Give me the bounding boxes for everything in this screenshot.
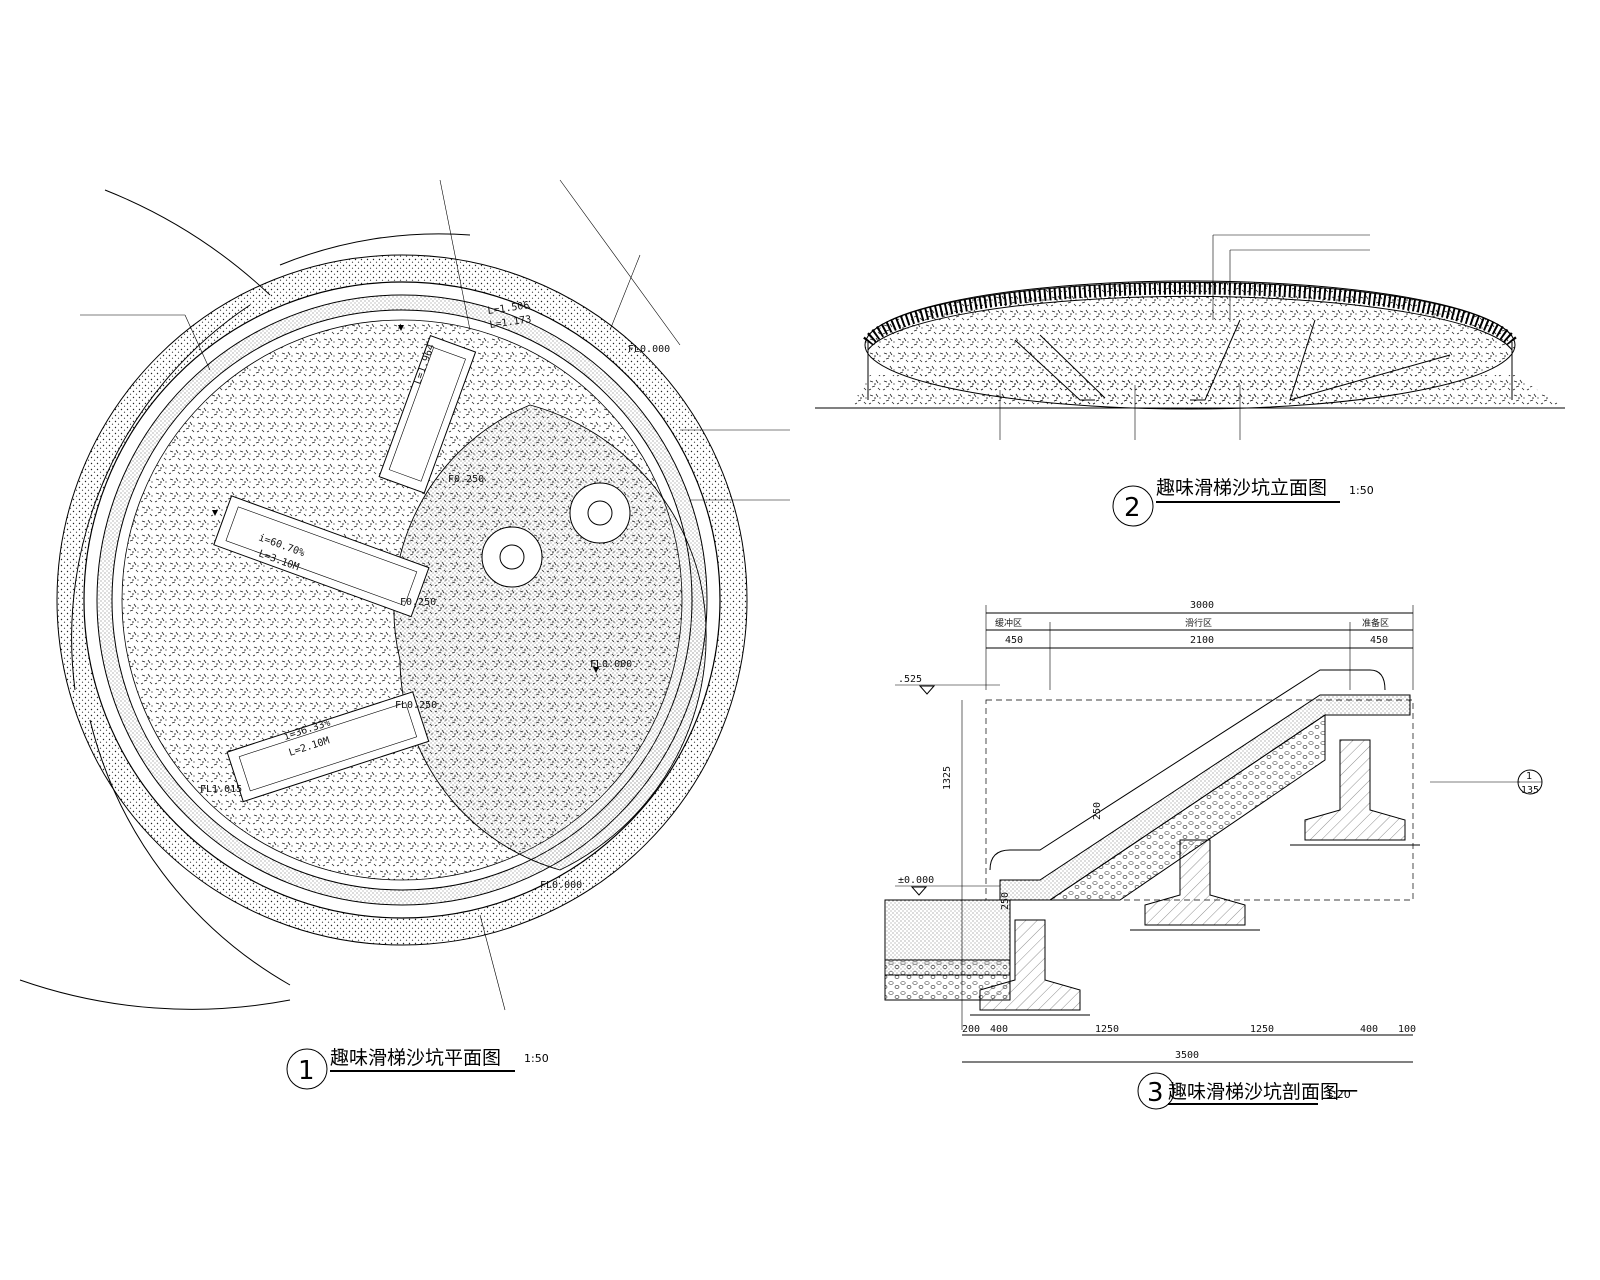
bottom-dim-6: 100 bbox=[1398, 1024, 1416, 1035]
drawing-2-number-circle bbox=[1112, 485, 1154, 527]
drawing-2-title: 趣味滑梯沙坑立面图 bbox=[1156, 477, 1327, 499]
slide-middle bbox=[213, 495, 430, 618]
railing-posts bbox=[863, 282, 1517, 346]
leader-8 bbox=[479, 914, 506, 1011]
play-hole-1 bbox=[569, 482, 631, 544]
leader-5 bbox=[609, 254, 641, 331]
slide-bottom bbox=[226, 691, 430, 803]
plan-level-6: FL0.250 bbox=[395, 700, 437, 711]
footing-3 bbox=[1304, 739, 1406, 841]
detail-ref-num: 1 bbox=[1526, 771, 1532, 782]
bottom-dim-total: 3500 bbox=[1175, 1050, 1199, 1061]
plan-level-1: FL0.000 bbox=[628, 344, 670, 355]
plan-level-3: FL0.000 bbox=[590, 659, 632, 670]
dim-total-top: 3000 bbox=[1190, 600, 1214, 611]
elevation-slide-1-edge bbox=[1039, 334, 1106, 399]
dim-prepare-width: 450 bbox=[1370, 635, 1388, 646]
dim-buffer-width: 450 bbox=[1005, 635, 1023, 646]
drawing-3-title: 趣味滑梯沙坑剖面图一 bbox=[1168, 1081, 1358, 1103]
bottom-dim-2: 400 bbox=[990, 1024, 1008, 1035]
drawing-1-number: 1 bbox=[298, 1056, 315, 1086]
dim-arc-bottom bbox=[89, 719, 291, 986]
zone-buffer: 缓冲区 bbox=[995, 617, 1022, 629]
plan-view: FL0.000 FL0.000 FL0.000 F0.250 F0.250 FL… bbox=[19, 179, 790, 1090]
drawing-2-scale: 1:50 bbox=[1349, 484, 1374, 497]
plan-level-4: F0.250 bbox=[448, 474, 484, 485]
level-top: .525 bbox=[898, 674, 922, 685]
railing-top bbox=[867, 281, 1513, 337]
elevation-slide-2 bbox=[1190, 319, 1241, 401]
bottom-dim-4: 1250 bbox=[1250, 1024, 1274, 1035]
elevation-view: 2 趣味滑梯沙坑立面图 1:50 bbox=[815, 234, 1565, 527]
elevation-slide-1 bbox=[1014, 339, 1095, 401]
vertical-dim-1325: 1325 bbox=[942, 766, 953, 790]
outer-dim-arc-2 bbox=[19, 979, 291, 1010]
sand-bowl bbox=[864, 280, 1516, 410]
vertical-dim-250b: 250 bbox=[1000, 892, 1011, 910]
play-hole-2 bbox=[481, 526, 543, 588]
drawing-2-number: 2 bbox=[1124, 493, 1141, 523]
drawing-3-number-circle bbox=[1137, 1072, 1175, 1110]
zone-prepare: 准备区 bbox=[1362, 617, 1389, 629]
dim-arc-top bbox=[279, 233, 471, 266]
elevation-slide-3 bbox=[1289, 319, 1451, 401]
handrail bbox=[989, 669, 1386, 871]
bottom-dim-5: 400 bbox=[1360, 1024, 1378, 1035]
vertical-dim-250a: 250 bbox=[1092, 802, 1103, 820]
outer-dim-arc bbox=[104, 189, 271, 296]
drawing-3-scale: 1:20 bbox=[1326, 1088, 1351, 1101]
plan-level-7: FL1.015 bbox=[200, 784, 242, 795]
drawing-3-number: 3 bbox=[1147, 1078, 1164, 1108]
leader-1 bbox=[559, 179, 681, 346]
level-top-marker bbox=[918, 685, 936, 695]
play-hole-2-inner bbox=[499, 544, 525, 570]
play-hole-1-inner bbox=[587, 500, 613, 526]
bottom-dim-1: 200 bbox=[962, 1024, 980, 1035]
drawing-1-scale: 1:50 bbox=[524, 1052, 549, 1065]
footing-1 bbox=[979, 919, 1081, 1011]
leader-2 bbox=[439, 179, 471, 331]
footing-2 bbox=[1144, 839, 1246, 926]
dim-arc-left bbox=[71, 304, 251, 691]
railing-bottom bbox=[867, 295, 1513, 351]
plan-level-5: F0.250 bbox=[400, 597, 436, 608]
drawing-1-title: 趣味滑梯沙坑平面图 bbox=[330, 1047, 501, 1069]
slide-surface bbox=[999, 694, 1411, 901]
level-marker-2 bbox=[398, 325, 404, 331]
section-view: 3000 缓冲区 滑行区 准备区 450 2100 450 .525 ±0.00… bbox=[884, 600, 1543, 1110]
zone-slide: 滑行区 bbox=[1185, 617, 1212, 629]
drawing-1-number-circle bbox=[286, 1048, 328, 1090]
level-ground-marker bbox=[910, 886, 928, 896]
dim-slide-width: 2100 bbox=[1190, 635, 1214, 646]
plan-level-2: FL0.000 bbox=[540, 880, 582, 891]
slide-top bbox=[378, 335, 477, 494]
level-ground: ±0.000 bbox=[898, 875, 934, 886]
bottom-dim-3: 1250 bbox=[1095, 1024, 1119, 1035]
leader-4 bbox=[184, 314, 211, 371]
slide-substructure bbox=[1048, 714, 1326, 901]
level-marker-3 bbox=[212, 510, 218, 516]
detail-ref-sheet: 135 bbox=[1521, 785, 1539, 796]
level-marker bbox=[593, 667, 599, 673]
